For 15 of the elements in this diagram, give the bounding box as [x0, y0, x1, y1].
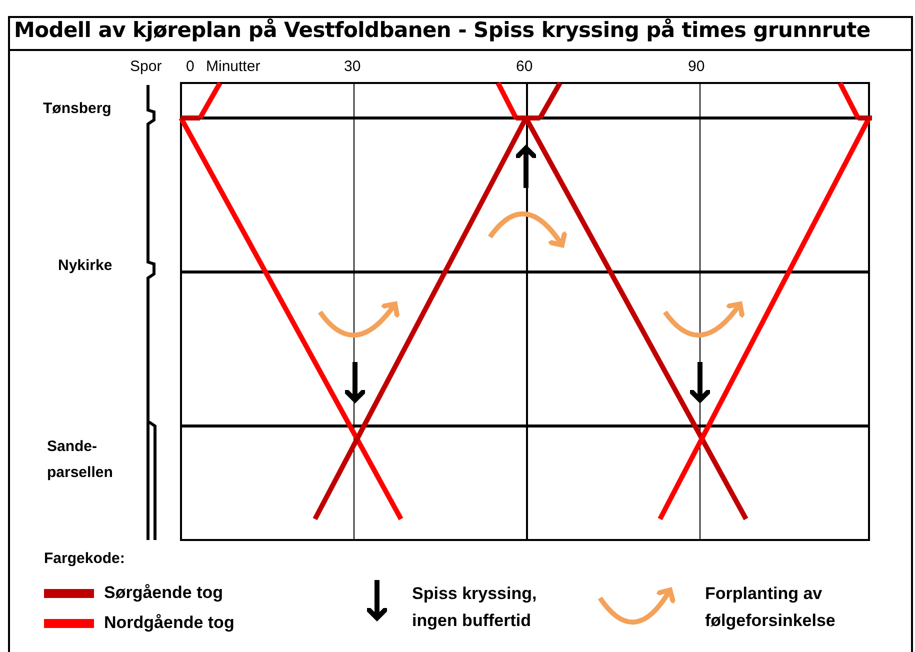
axis-title: Minutter	[206, 58, 260, 75]
legend-title: Fargekode:	[44, 550, 125, 567]
station-label: Sande-parsellen	[47, 437, 114, 483]
minute-label: 0	[186, 58, 194, 75]
track-axis-label: Spor	[130, 58, 162, 75]
legend-text: Sørgående tog	[104, 583, 224, 603]
legend-text: Nordgående tog	[104, 613, 234, 633]
station-label: Tønsberg	[43, 100, 112, 117]
station-label: Nykirke	[58, 257, 112, 274]
legend-text: Spiss kryssing, ingen buffertid	[412, 583, 538, 632]
minute-label: 30	[344, 58, 361, 75]
minute-label: 60	[516, 58, 533, 75]
diagram-title: Modell av kjøreplan på Vestfoldbanen - Spiss kryssing på times grunnrute	[14, 18, 870, 42]
legend-text: Forplanting av følgeforsinkelse	[705, 583, 836, 632]
minute-label: 90	[688, 58, 705, 75]
